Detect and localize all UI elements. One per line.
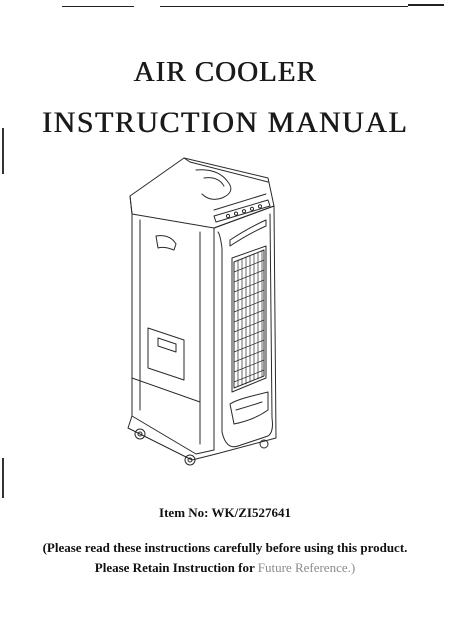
item-number: Item No: WK/ZI527641 <box>159 505 291 520</box>
scan-edge-mark-lower <box>2 458 4 498</box>
manual-title-type: INSTRUCTION MANUAL <box>41 106 409 139</box>
manual-title-product: AIR COOLER <box>133 56 317 88</box>
safety-note-line2: Please Retain Instruction for Future Ref… <box>0 560 450 576</box>
header-rule-center <box>160 6 408 7</box>
header-rule-right <box>408 4 444 6</box>
scan-edge-mark-upper <box>2 128 4 174</box>
header-rule-left <box>62 6 134 7</box>
air-cooler-illustration <box>127 157 277 466</box>
safety-note-line2-suffix: ) <box>350 560 356 575</box>
safety-note-line1: (Please read these instructions carefull… <box>42 540 408 555</box>
safety-note-line2-faded: Future Reference. <box>257 560 351 575</box>
safety-note-line2-prefix: Please Retain Instruction for <box>94 560 258 575</box>
